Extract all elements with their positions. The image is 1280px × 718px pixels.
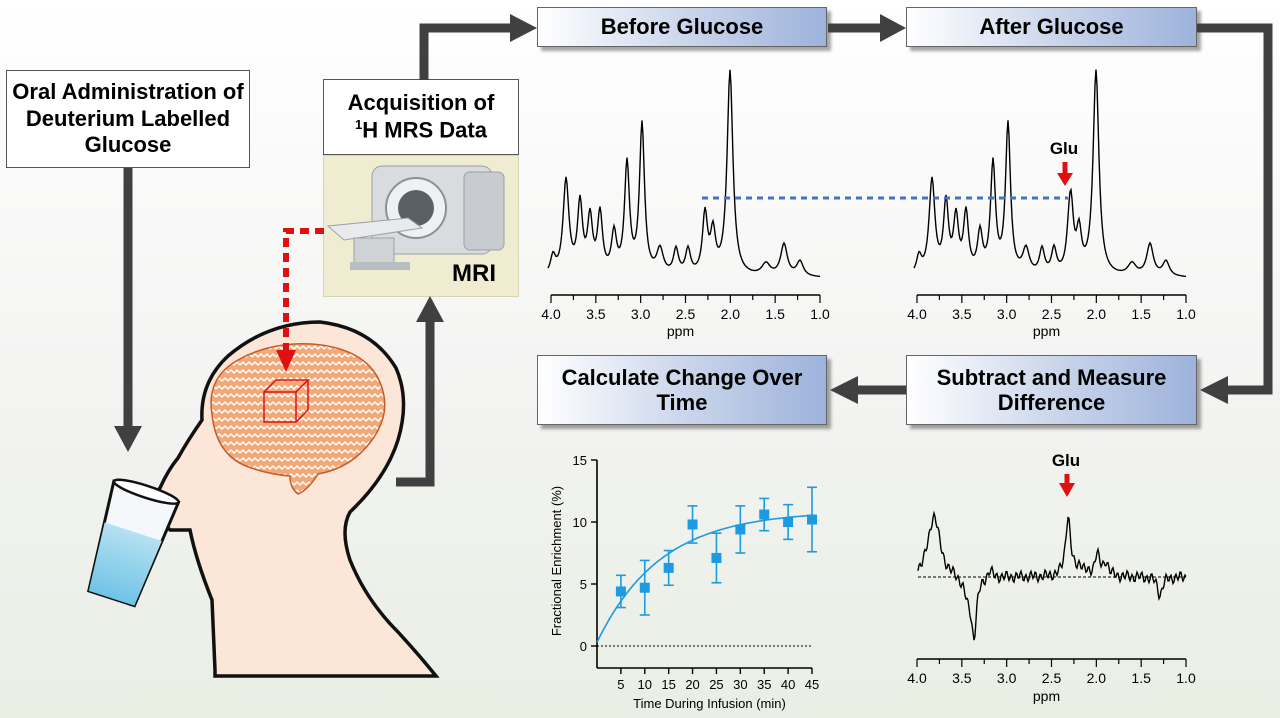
chart-data-point — [735, 524, 746, 535]
after-spectrum-tick-label: 1.5 — [1131, 306, 1151, 322]
after-spectrum-tick-label: 3.0 — [997, 306, 1017, 322]
before-spectrum: 4.0 3.5 3.0 2.5 2.0 1.5 1.0 ppm — [541, 69, 830, 339]
arrow-oral-down-head — [114, 426, 142, 452]
before-spectrum-tick-label: 2.0 — [721, 306, 741, 322]
before-spectrum-tick-label: 3.5 — [586, 306, 606, 322]
after-spectrum: 4.0 3.5 3.0 2.5 2.0 1.5 1.0 ppm — [907, 69, 1196, 339]
mri-voxel-dotted-arrow — [283, 228, 324, 352]
glu-label-after: Glu — [1050, 139, 1078, 158]
difference-spectrum-xlabel: ppm — [1033, 688, 1060, 704]
chart-data-point — [759, 509, 770, 520]
flow-arrows — [114, 14, 1273, 487]
glu-arrowhead-diff — [1059, 483, 1075, 497]
before-spectrum-xlabel: ppm — [667, 323, 694, 339]
difference-spectrum-trace — [917, 510, 1187, 641]
before-spectrum-tick-label: 1.5 — [765, 306, 785, 322]
before-spectrum-tick-label: 2.5 — [676, 306, 696, 322]
chart-x-tick-label: 35 — [757, 677, 771, 692]
brain-icon — [210, 343, 386, 495]
chart-data-point — [663, 562, 674, 573]
mri-label: MRI — [452, 260, 496, 287]
before-spectrum-tick-label: 1.0 — [810, 306, 830, 322]
chart-data-point — [639, 582, 650, 593]
chart-y-tick-label: 10 — [573, 515, 587, 530]
subtract-header: Subtract and Measure Difference — [906, 355, 1197, 425]
chart-y-tick-label: 0 — [580, 639, 587, 654]
glu-label-diff: Glu — [1052, 451, 1080, 470]
arrow-before-to-after-head — [880, 14, 906, 42]
oral-administration-label: Oral Administration of Deuterium Labelle… — [12, 79, 244, 158]
calculate-label: Calculate Change Over Time — [561, 364, 803, 415]
mri-panel: MRI — [323, 155, 519, 297]
glu-arrowhead-after — [1057, 173, 1073, 186]
chart-x-tick-label: 45 — [805, 677, 819, 692]
before-glucose-label: Before Glucose — [600, 14, 764, 40]
arrow-head-to-mri — [396, 320, 435, 487]
after-spectrum-tick-label: 1.0 — [1176, 306, 1196, 322]
arrow-mri-to-before-head — [510, 14, 537, 42]
chart-x-tick-label: 25 — [709, 677, 723, 692]
after-spectrum-tick-label: 2.5 — [1042, 306, 1062, 322]
chart-x-label: Time During Infusion (min) — [633, 696, 786, 711]
after-spectrum-tick-label: 3.5 — [952, 306, 972, 322]
oral-administration-box: Oral Administration of Deuterium Labelle… — [6, 70, 250, 168]
chart-fit-curve — [596, 514, 813, 643]
arrow-head-to-mri-head — [416, 296, 444, 322]
chart-x-tick-label: 5 — [617, 677, 624, 692]
arrow-after-to-subtract-head — [1200, 376, 1228, 404]
chart-x-tick-label: 15 — [661, 677, 675, 692]
calculate-header: Calculate Change Over Time — [537, 355, 827, 425]
chart-x-tick-label: 40 — [781, 677, 795, 692]
difference-spectrum-tick-label: 4.0 — [907, 670, 927, 686]
chart-y-tick-label: 5 — [580, 577, 587, 592]
difference-spectrum-tick-label: 1.5 — [1131, 670, 1151, 686]
before-glucose-header: Before Glucose — [537, 7, 827, 47]
subtract-label: Subtract and Measure Difference — [936, 364, 1167, 415]
difference-spectrum-tick-label: 3.0 — [997, 670, 1017, 686]
difference-spectrum-tick-label: 2.0 — [1087, 670, 1107, 686]
acquisition-line1: Acquisition of — [347, 90, 495, 116]
difference-spectrum-tick-label: 3.5 — [952, 670, 972, 686]
difference-spectrum-tick-label: 2.5 — [1042, 670, 1062, 686]
chart-data-point — [807, 514, 817, 525]
arrow-mri-to-before — [419, 23, 512, 80]
chart-data-point — [783, 517, 794, 527]
chart-y-tick-label: 15 — [573, 453, 587, 468]
before-spectrum-tick-label: 3.0 — [631, 306, 651, 322]
difference-spectrum: 4.0 3.5 3.0 2.5 2.0 1.5 1.0 ppm — [907, 510, 1196, 704]
acquisition-superscript: 1 — [355, 116, 363, 132]
chart-x-tick-label: 10 — [638, 677, 652, 692]
chart-data-point — [687, 519, 698, 530]
chart-data-point — [711, 552, 722, 563]
arrow-after-to-subtract — [1197, 23, 1273, 395]
arrow-subtract-to-calculate-head — [830, 376, 858, 404]
after-glucose-label: After Glucose — [979, 14, 1124, 40]
before-spectrum-trace — [547, 69, 821, 278]
chart-x-tick-label: 20 — [685, 677, 699, 692]
chart-y-label: Fractional Enrichment (%) — [549, 486, 564, 636]
water-glass-icon — [86, 478, 181, 608]
before-spectrum-tick-label: 4.0 — [541, 306, 561, 322]
after-spectrum-tick-label: 4.0 — [907, 306, 927, 322]
chart-x-tick-label: 30 — [733, 677, 747, 692]
mri-scanner-icon — [326, 165, 505, 270]
acquisition-box: Acquisition of 1H MRS Data — [323, 79, 519, 155]
after-spectrum-trace — [913, 69, 1187, 278]
difference-spectrum-tick-label: 1.0 — [1176, 670, 1196, 686]
mri-voxel-arrowhead — [276, 350, 296, 372]
chart-data-point — [615, 586, 626, 597]
acquisition-line2-text: H MRS Data — [362, 117, 487, 143]
acquisition-line2: 1H MRS Data — [355, 117, 487, 144]
after-glucose-header: After Glucose — [906, 7, 1197, 47]
after-spectrum-xlabel: ppm — [1033, 323, 1060, 339]
after-spectrum-tick-label: 2.0 — [1087, 306, 1107, 322]
voxel-cube-icon — [263, 379, 310, 423]
